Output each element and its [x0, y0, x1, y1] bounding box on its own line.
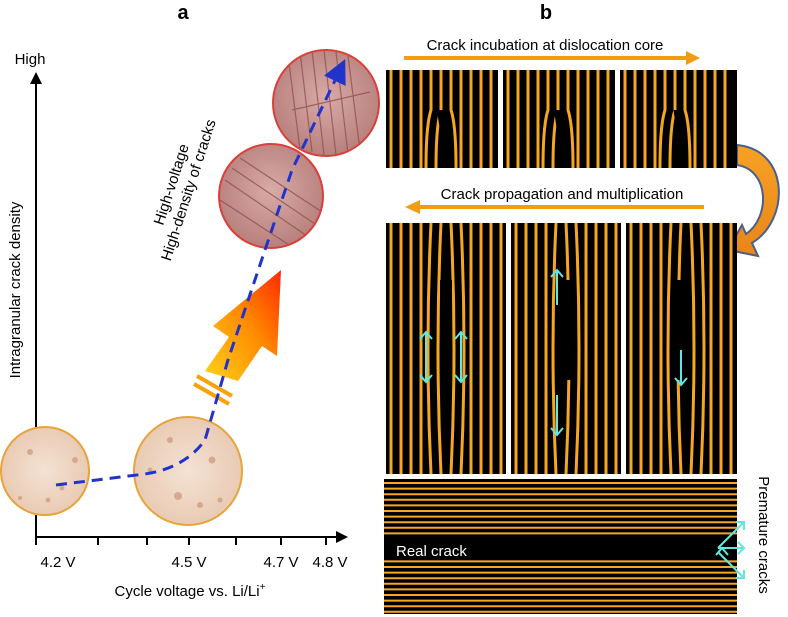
panel-b-label: b	[540, 2, 552, 24]
propagation-panel-3	[626, 222, 737, 475]
real-crack-label: Real crack	[396, 543, 467, 560]
incubation-panel-3	[620, 70, 737, 169]
x-tick-marks	[35, 537, 327, 545]
x-tick-label-4-2: 4.2 V	[40, 554, 75, 571]
micrograph-4-5v	[133, 416, 243, 526]
high-voltage-annotation: High-voltage High-density of cracks	[151, 117, 220, 263]
y-axis-title: Intragranular crack density	[7, 201, 24, 378]
micrograph-4-7v	[218, 143, 324, 249]
trend-path	[55, 59, 346, 487]
premature-cracks-label: Premature cracks	[755, 476, 772, 594]
x-tick-label-4-5: 4.5 V	[171, 554, 206, 571]
propagation-panel-1	[386, 222, 506, 475]
x-axis-title: Cycle voltage vs. Li/Li+	[115, 582, 266, 600]
panel-a-label: a	[177, 2, 189, 24]
incubation-panel-1	[386, 70, 498, 169]
x-tick-label-4-7: 4.7 V	[263, 554, 298, 571]
x-tick-label-4-8: 4.8 V	[312, 554, 347, 571]
step2-arrow	[405, 200, 704, 214]
real-crack-panel	[384, 479, 746, 614]
incubation-panel-2	[503, 70, 615, 169]
micrograph-4-2v	[0, 426, 90, 516]
propagation-panel-2	[511, 222, 621, 475]
step1-title: Crack incubation at dislocation core	[427, 37, 664, 54]
connector-curve-arrow	[726, 143, 780, 258]
micrograph-4-8v	[272, 49, 380, 157]
step2-title: Crack propagation and multiplication	[441, 186, 684, 203]
step1-arrow	[404, 51, 700, 65]
y-axis-top-label: High	[15, 51, 46, 68]
high-voltage-arrow	[193, 270, 281, 406]
